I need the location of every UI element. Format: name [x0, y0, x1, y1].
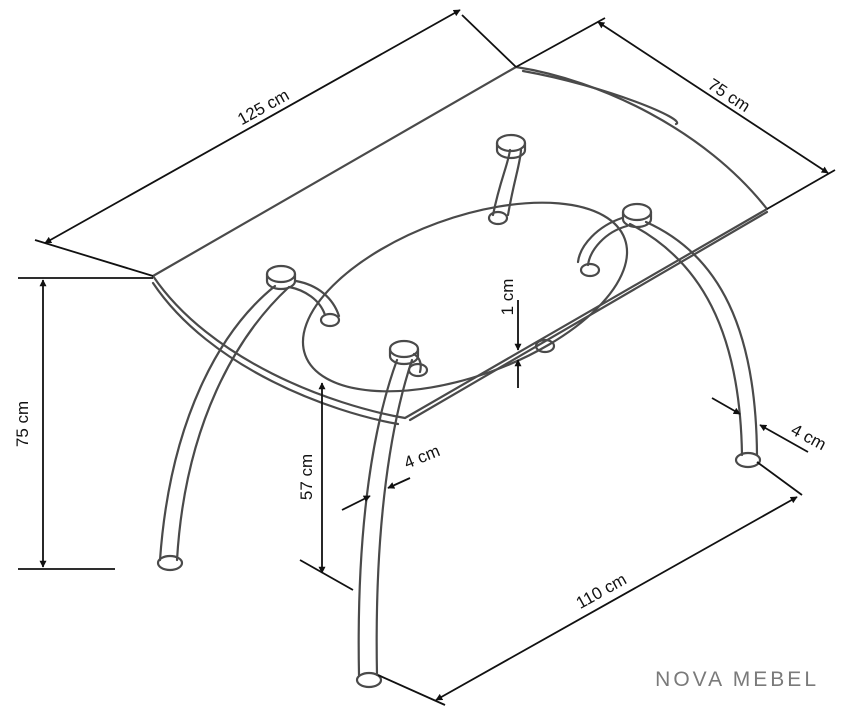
extension-line: [34, 239, 154, 277]
oval-shelf: [301, 201, 629, 393]
leg-front: [357, 352, 422, 677]
extension-line: [766, 169, 836, 210]
leg-foot: [355, 671, 383, 689]
leg-right: [576, 216, 759, 457]
label-length: 125 cm: [234, 85, 292, 129]
label-height: 75 cm: [13, 401, 32, 447]
dim-line-leg-span: [435, 496, 798, 701]
dimension-lines: [18, 9, 836, 706]
dim-line-leg-front: [341, 495, 371, 511]
extension-line: [377, 674, 446, 706]
table-drawing: [151, 65, 769, 689]
dim-line-length: [44, 9, 461, 244]
shelf-support: [407, 362, 429, 378]
label-shelf-height: 57 cm: [297, 454, 316, 500]
shelf-support: [487, 210, 509, 226]
dim-line-width: [597, 21, 829, 174]
extension-line: [756, 461, 803, 496]
shelf-support: [579, 262, 601, 278]
label-width: 75 cm: [704, 75, 753, 116]
label-leg-right: 4 cm: [788, 420, 829, 454]
dim-line-leg-right: [759, 424, 809, 453]
label-glass-thickness: 1 cm: [498, 279, 517, 316]
shelf-support: [319, 312, 341, 328]
dim-line-leg-front: [387, 477, 411, 489]
extension-line: [299, 559, 354, 591]
leg-cap: [265, 264, 297, 284]
leg-cap: [495, 133, 527, 153]
leg-left: [158, 279, 341, 562]
dim-line-leg-right: [711, 397, 741, 415]
leg-foot: [734, 451, 762, 469]
extension-line: [515, 17, 606, 68]
extension-line: [461, 14, 517, 68]
leg-foot: [156, 554, 184, 572]
dimension-labels: 125 cm 75 cm 75 cm 57 cm 1 cm 4 cm 4 cm …: [13, 75, 829, 613]
leg-cap: [621, 202, 653, 222]
label-leg-front: 4 cm: [401, 441, 442, 472]
brand-logo-text: NOVA MEBEL: [655, 668, 819, 691]
